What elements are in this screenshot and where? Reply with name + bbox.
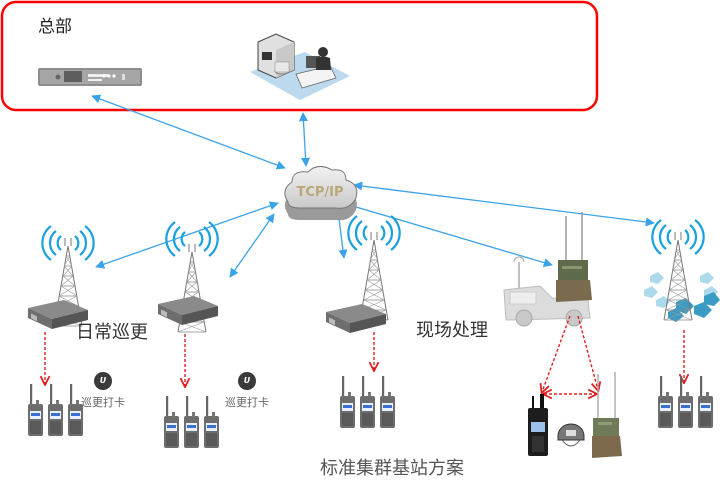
link-tower2 [229,213,275,278]
patrol-checkin-card-2: U 巡更打卡 [216,366,278,416]
base-station-tower-1 [28,224,95,329]
link-tower1 [95,201,279,269]
radio-group-3 [340,376,395,428]
manpack-station-icon [592,372,622,458]
base-station-tower-3 [326,214,401,333]
link-coverage-tower [353,181,655,227]
dispatcher-workstation-icon [250,33,350,100]
base-station-tower-2 [158,220,219,333]
radio-links [45,315,684,394]
uniwise-logo-icon: U [238,372,256,390]
link-hq-rack [91,94,286,170]
patrol-checkin-card-1: U 巡更打卡 [72,366,134,416]
tcpip-cloud: TCP/IP [284,166,358,221]
network-links [91,94,655,278]
routine-patrol-label: 日常巡更 [76,322,148,343]
standard-trunking-label: 标准集群基站方案 [320,458,464,479]
radio-group-2 [164,396,219,448]
patrol-checkin-text: 巡更打卡 [81,396,125,409]
vehicle-manpack-station-icon [503,212,592,327]
helmet-icon [557,423,585,447]
dispatch-server-icon [38,68,142,86]
uniwise-logo-icon: U [94,372,112,390]
coverage-tower-icon [644,218,720,322]
hq-title: 总部 [38,17,72,37]
link-hq-workstation [298,112,311,167]
handheld-terminal-icon [528,394,548,456]
radio-group-4 [658,376,713,428]
patrol-checkin-text: 巡更打卡 [225,396,269,409]
cloud-label: TCP/IP [296,185,343,200]
onsite-handling-label: 现场处理 [416,320,488,341]
